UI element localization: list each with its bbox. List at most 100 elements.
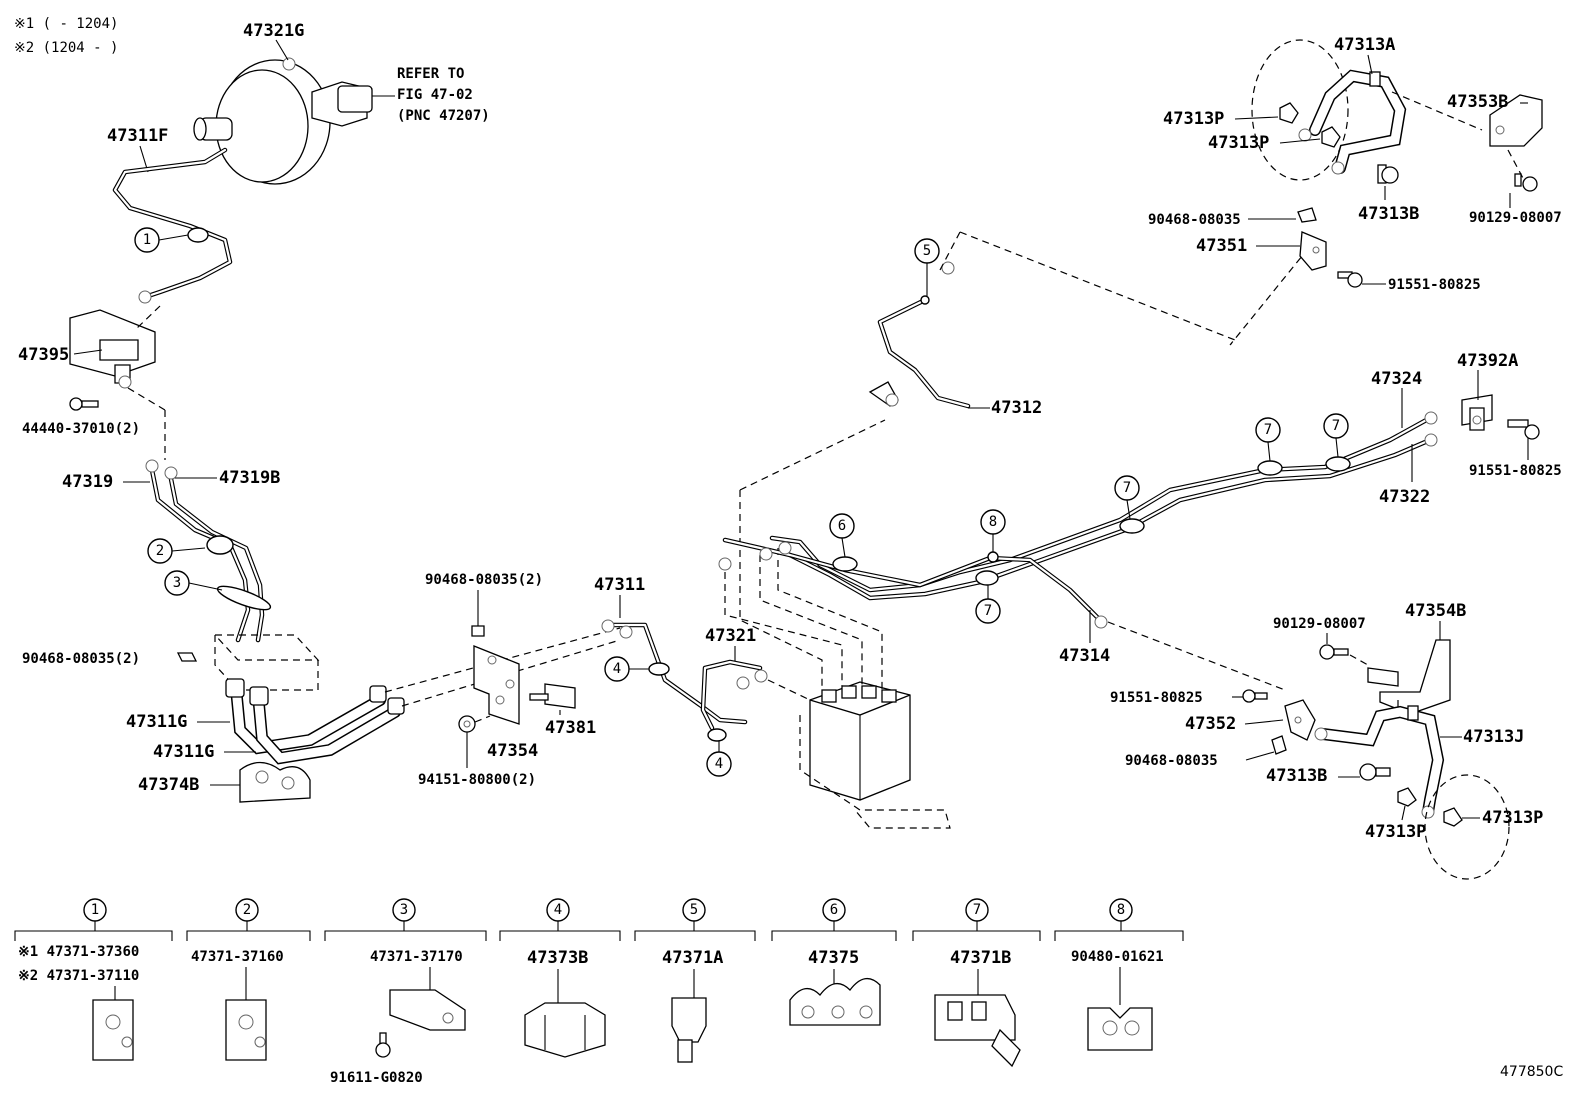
detail-outline-a (1251, 39, 1349, 181)
label-47392A: 47392A (1457, 351, 1518, 371)
brake-booster (193, 57, 373, 185)
legend-num-2: 2 (243, 902, 251, 918)
label-90468-08035-d: 90468-08035 (1125, 753, 1218, 769)
label-47321: 47321 (705, 626, 756, 646)
clamp-5 (920, 295, 930, 305)
label-47352: 47352 (1185, 714, 1236, 734)
callout-2: 2 (156, 543, 164, 559)
label-91551-80825-c: 91551-80825 (1110, 690, 1203, 706)
callout-8: 8 (989, 514, 997, 530)
clamp-8 (987, 551, 999, 563)
label-47313B-b: 47313B (1266, 766, 1327, 786)
label-47313A: 47313A (1334, 35, 1395, 55)
label-47319B: 47319B (219, 468, 280, 488)
hose-47313J (1314, 705, 1445, 819)
clamp-4a (648, 662, 670, 676)
label-47354: 47354 (487, 741, 538, 761)
clip-47313P-3 (1397, 787, 1417, 807)
label-91551-80825-b: 91551-80825 (1469, 463, 1562, 479)
label-47313B-a: 47313B (1358, 204, 1419, 224)
label-47354B: 47354B (1405, 601, 1466, 621)
hoses-47311G (225, 678, 405, 765)
bolt-91551-a (1337, 271, 1363, 288)
legend-3-line1: 47371-37170 (370, 949, 463, 965)
clip-90468-c (1297, 207, 1317, 223)
legend-4-line1: 47373B (527, 948, 588, 968)
label-47314: 47314 (1059, 646, 1110, 666)
legend-num-4: 4 (554, 902, 562, 918)
label-94151-80800: 94151-80800(2) (418, 772, 536, 788)
label-91551-80825-a: 91551-80825 (1388, 277, 1481, 293)
label-47313P-2: 47313P (1208, 133, 1269, 153)
label-47353B: 47353B (1447, 92, 1508, 112)
clamp-47374B (239, 761, 311, 803)
clamp-7a (975, 570, 999, 586)
bolt-47313B-a (1377, 164, 1399, 184)
label-47319: 47319 (62, 472, 113, 492)
callout-7b: 7 (1123, 480, 1131, 496)
callout-6: 6 (838, 518, 846, 534)
label-90468-08035-c: 90468-08035 (1148, 212, 1241, 228)
bracket-47392A (1461, 394, 1493, 431)
callout-1: 1 (143, 232, 151, 248)
legend-num-5: 5 (690, 902, 698, 918)
clamp-3 (216, 585, 272, 611)
clamp-legend: 1 ※1 47371-37360 ※2 47371-37110 2 47371-… (14, 898, 1184, 1086)
refer-line-2: FIG 47-02 (397, 87, 473, 103)
note-2: ※2 (1204 - ) (14, 40, 118, 56)
callout-3: 3 (173, 575, 181, 591)
clamp-1 (187, 227, 209, 243)
legend-6-line1: 47375 (808, 948, 859, 968)
label-47324: 47324 (1371, 369, 1422, 389)
label-47374B: 47374B (138, 775, 199, 795)
legend-5-line1: 47371A (662, 948, 723, 968)
clip-47313P-4 (1443, 807, 1463, 827)
clamp-7d (1325, 456, 1351, 472)
label-47311F: 47311F (107, 126, 168, 146)
callout-4a: 4 (613, 661, 621, 677)
clamp-2 (206, 535, 234, 555)
legend-8-line1: 90480-01621 (1071, 949, 1164, 965)
clamp-4b (707, 728, 727, 742)
bracket-47354B (1367, 639, 1451, 715)
label-47311G-1: 47311G (126, 712, 187, 732)
detail-outline-b (1424, 774, 1510, 880)
legend-num-3: 3 (400, 902, 408, 918)
clamp-2-drawing (225, 999, 267, 1061)
label-47351: 47351 (1196, 236, 1247, 256)
legend-1-line1: ※1 47371-37360 (18, 944, 139, 960)
legend-3-sub: 91611-G0820 (330, 1070, 423, 1086)
pipe-47321 (700, 659, 768, 742)
bracket-47395 (69, 309, 156, 389)
legend-num-7: 7 (973, 902, 981, 918)
bolt-91611 (375, 1032, 391, 1058)
label-90129-08007-a: 90129-08007 (1469, 210, 1562, 226)
bolt-47313B-b (1359, 763, 1391, 781)
label-90468-08035-a: 90468-08035(2) (22, 651, 140, 667)
pipe-47324 (769, 415, 1433, 593)
clamp-5-drawing (671, 997, 707, 1043)
pipe-47314 (718, 537, 1108, 629)
pipe-47319 (145, 459, 272, 643)
legend-7-line1: 47371B (950, 948, 1011, 968)
bracket-47351 (1299, 231, 1327, 271)
label-90468-08035-b: 90468-08035(2) (425, 572, 543, 588)
nut-94151 (458, 715, 476, 733)
bolt-90129-b (1319, 644, 1349, 660)
note-1: ※1 ( - 1204) (14, 16, 118, 32)
legend-2-line1: 47371-37160 (191, 949, 284, 965)
refer-line-3: (PNC 47207) (397, 108, 490, 124)
clamp-7b (1119, 518, 1145, 534)
legend-num-1: 1 (91, 902, 99, 918)
label-47311G-2: 47311G (153, 742, 214, 762)
clamp-6 (832, 556, 858, 572)
figure-code: 477850C (1500, 1064, 1563, 1080)
clamp-8-drawing (1087, 1007, 1153, 1051)
callout-7c: 7 (1264, 422, 1272, 438)
label-47313P-1: 47313P (1163, 109, 1224, 129)
bolt-91551-b (1507, 419, 1540, 440)
legend-1-line2: ※2 47371-37110 (18, 968, 139, 984)
bracket-47353B (1489, 94, 1543, 147)
label-47395: 47395 (18, 345, 69, 365)
